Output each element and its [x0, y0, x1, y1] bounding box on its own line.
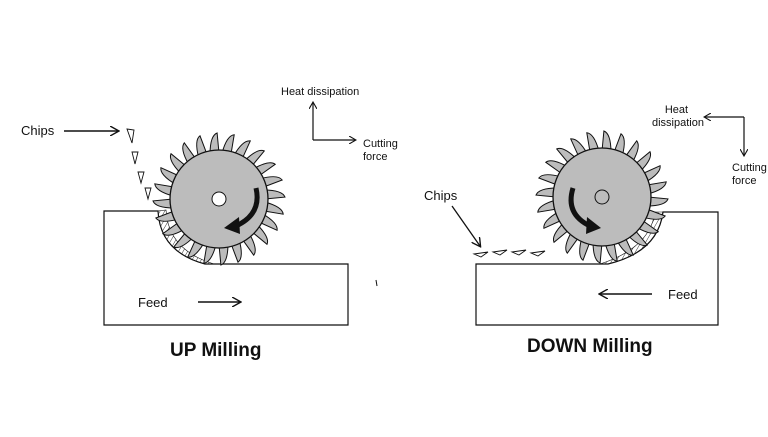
up-feed-label: Feed — [138, 295, 168, 310]
up-milling-title: UP Milling — [170, 340, 261, 361]
down-milling-title: DOWN Milling — [527, 336, 653, 357]
up-heat-label: Heat dissipation — [281, 86, 359, 98]
down-chips-arrow-icon — [451, 205, 480, 246]
down-chip — [529, 250, 546, 257]
up-milling-panel: Chips Heat dissipation Cutting force Fee… — [21, 86, 401, 361]
down-chip — [510, 249, 527, 256]
down-rotation-arrow-icon — [568, 187, 592, 229]
stray-mark — [375, 279, 378, 287]
up-chips-label: Chips — [21, 123, 55, 138]
up-spindle-hole — [211, 191, 227, 207]
down-chips — [472, 249, 546, 258]
down-milling-panel: Chips Heat dissipation Cutting force Fee… — [424, 104, 768, 357]
down-rotation-arrowhead-icon — [586, 217, 601, 234]
up-cutter — [152, 132, 286, 266]
down-feed-label: Feed — [668, 287, 698, 302]
down-heat-label: Heat dissipation — [652, 104, 704, 129]
down-chip — [491, 249, 508, 256]
up-chips — [126, 128, 152, 201]
up-chip — [144, 187, 152, 201]
up-chip — [126, 128, 135, 144]
up-rotation-arrow-icon — [234, 187, 260, 229]
up-rotation-arrowhead-icon — [224, 217, 240, 234]
up-chip — [137, 171, 145, 185]
down-chip — [472, 251, 489, 258]
down-cutter — [535, 130, 669, 264]
up-force-label: Cutting force — [363, 138, 401, 163]
up-chip — [131, 151, 139, 165]
down-spindle-hole — [594, 189, 610, 205]
down-chips-label: Chips — [424, 188, 458, 203]
down-force-label: Cutting force — [732, 162, 768, 187]
